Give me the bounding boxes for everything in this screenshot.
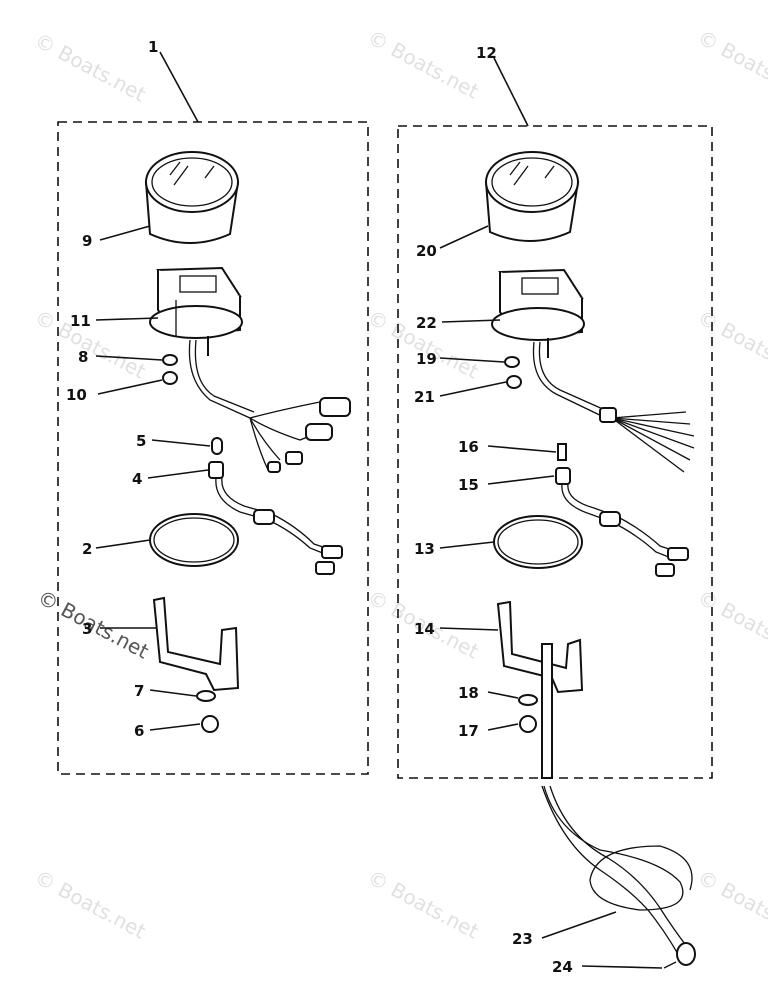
nut-17: [519, 715, 537, 733]
callout-24: 24: [552, 958, 573, 976]
callout-3: 3: [82, 620, 92, 638]
callout-14: 14: [414, 620, 435, 638]
callout-8: 8: [78, 348, 88, 366]
meter-body-right: [491, 268, 585, 358]
callout-7: 7: [134, 682, 144, 700]
callout-17: 17: [458, 722, 479, 740]
tube-23: [541, 643, 693, 955]
callout-1: 1: [148, 38, 158, 56]
callout-9: 9: [82, 232, 92, 250]
callout-18: 18: [458, 684, 479, 702]
socket-4-left: [208, 461, 343, 575]
callout-13: 13: [414, 540, 435, 558]
assembly-box-left: [57, 121, 369, 775]
lens-cover-right: [484, 151, 580, 242]
washer-7: [196, 690, 216, 702]
lens-cover-left: [144, 151, 240, 244]
o-ring-2: [149, 513, 239, 567]
callout-21: 21: [414, 388, 435, 406]
callout-6: 6: [134, 722, 144, 740]
assembly-box-right: [397, 125, 713, 779]
callout-20: 20: [416, 242, 437, 260]
nut-6: [201, 715, 219, 733]
callout-16: 16: [458, 438, 479, 456]
callout-12: 12: [476, 44, 497, 62]
callout-22: 22: [416, 314, 437, 332]
clip-24: [663, 942, 696, 969]
bulb-5-left: [211, 437, 223, 455]
wire-harness-right: [532, 341, 695, 473]
callout-4: 4: [132, 470, 142, 488]
o-ring-13: [493, 515, 583, 569]
callout-2: 2: [82, 540, 92, 558]
washer-18: [518, 694, 538, 706]
callout-19: 19: [416, 350, 437, 368]
leader-lines: [95, 51, 663, 969]
washer-8-left: [162, 354, 178, 366]
socket-15: [555, 467, 689, 577]
callout-11: 11: [70, 312, 91, 330]
callout-5: 5: [136, 432, 146, 450]
bulb-16: [557, 443, 567, 461]
callouts: 1 12 9 11 8 10 5 4 2 3 7 6 20 22 19 21 1…: [66, 38, 573, 976]
washer-19: [504, 356, 520, 368]
nut-21: [506, 375, 522, 389]
nut-10-left: [162, 371, 178, 385]
callout-15: 15: [458, 476, 479, 494]
wire-harness-left: [188, 339, 351, 473]
callout-23: 23: [512, 930, 533, 948]
bracket-3: [152, 596, 240, 692]
meter-body-left: [149, 266, 243, 356]
callout-10: 10: [66, 386, 87, 404]
bracket-14: [496, 600, 584, 694]
